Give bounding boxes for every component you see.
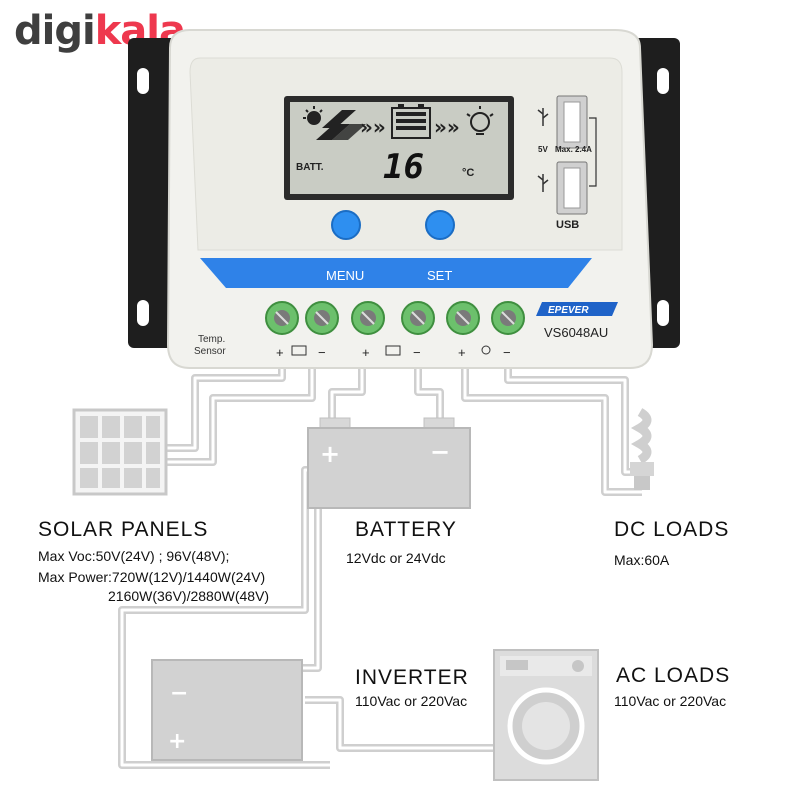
polarity-batt-minus: −: [413, 345, 421, 360]
lcd-unit: °C: [462, 167, 474, 179]
terminal-block: [265, 301, 525, 335]
svg-text:+: +: [168, 729, 186, 754]
svg-text:−: −: [170, 681, 188, 706]
battery-voltage: 12Vdc or 24Vdc: [346, 550, 446, 566]
lcd-value: 16: [383, 147, 424, 187]
lcd-arrows-1: »»: [360, 115, 386, 139]
battery-lcd-icon: [391, 104, 431, 139]
washing-machine-icon: [493, 649, 599, 781]
lcd-arrows-2: »»: [434, 115, 460, 139]
dc-loads-title: DC LOADS: [614, 518, 730, 541]
solar-power-2: 2160W(36V)/2880W(48V): [108, 588, 270, 604]
digikala-logo: digikala: [14, 8, 186, 54]
epever-logo: EPEVER: [536, 302, 618, 316]
usb-icon-bottom: [537, 174, 549, 192]
temp-sensor-label-1: Temp.: [198, 334, 225, 345]
set-label: SET: [427, 268, 452, 283]
polarity-pv-plus: +: [276, 345, 284, 360]
solar-panels-title: SOLAR PANELS: [38, 518, 209, 541]
svg-text:−: −: [430, 438, 450, 466]
menu-button[interactable]: [331, 210, 361, 240]
battery-small-icon: [385, 345, 401, 356]
solar-power: Max Power:720W(12V)/1440W(24V): [38, 569, 266, 585]
lcd-batt-label: BATT.: [296, 162, 324, 173]
ac-loads-voltage: 110Vac or 220Vac: [614, 693, 727, 709]
dc-loads-max: Max:60A: [614, 552, 670, 568]
solar-voc: Max Voc:50V(24V) ; 96V(48V);: [38, 548, 230, 564]
temp-sensor-label-2: Sensor: [194, 346, 226, 357]
polarity-batt-plus: +: [362, 345, 370, 360]
bulb-icon: [466, 106, 494, 135]
load-small-icon: [481, 345, 491, 355]
inverter-icon: − +: [151, 659, 303, 761]
inverter-voltage: 110Vac or 220Vac: [355, 693, 468, 709]
pv-small-icon: [291, 345, 307, 356]
sun-icon: [303, 106, 323, 125]
battery-icon-large: + −: [307, 417, 471, 509]
battery-title: BATTERY: [355, 518, 457, 541]
model-number: VS6048AU: [544, 325, 608, 340]
polarity-load-plus: +: [458, 345, 466, 360]
usb-icon-top: [537, 108, 549, 126]
usb-label: USB: [556, 219, 579, 231]
menu-set-stripe: [200, 258, 592, 288]
solar-panel-icon-large: [72, 408, 168, 496]
usb-max: Max. 2.4A: [555, 145, 592, 154]
usb-voltage: 5V: [538, 145, 548, 154]
svg-text:EPEVER: EPEVER: [548, 305, 589, 316]
svg-text:+: +: [320, 440, 340, 468]
polarity-pv-minus: −: [318, 345, 326, 360]
ac-loads-title: AC LOADS: [616, 664, 731, 687]
menu-label: MENU: [326, 268, 364, 283]
cfl-bulb-icon: [630, 408, 654, 490]
polarity-load-minus: −: [503, 345, 511, 360]
solar-panel-icon: [316, 110, 366, 140]
set-button[interactable]: [425, 210, 455, 240]
inverter-title: INVERTER: [355, 666, 469, 689]
